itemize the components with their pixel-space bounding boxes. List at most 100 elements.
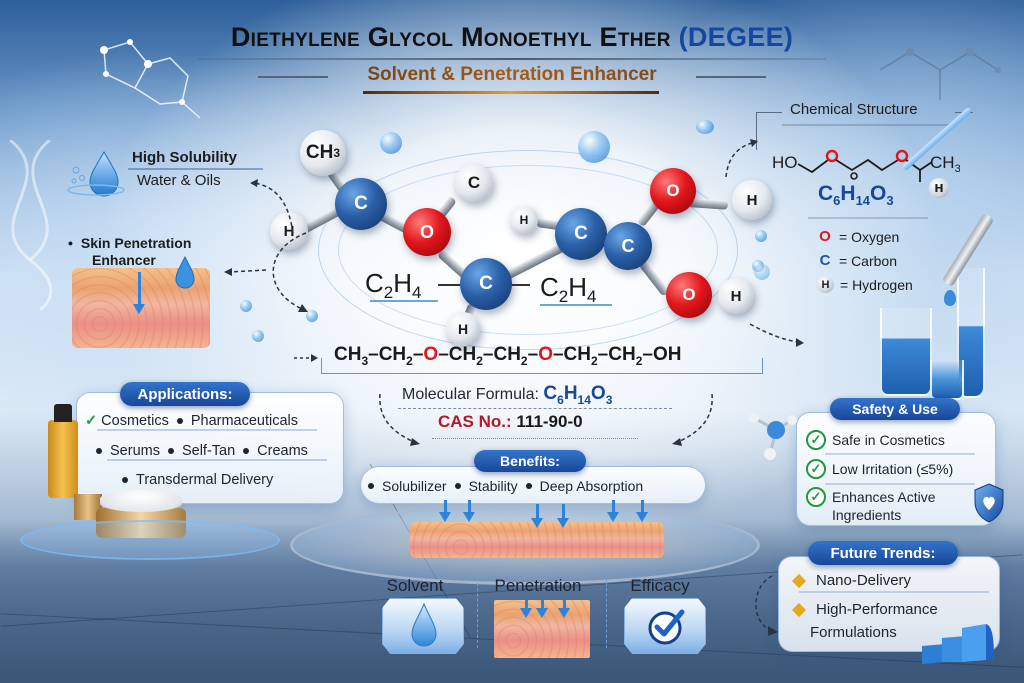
bullet (368, 483, 374, 489)
bullet: • (68, 235, 73, 251)
absorption-arrow (536, 504, 539, 520)
tile-label-penetration: Penetration (494, 576, 582, 595)
atom-label: CH (305, 142, 334, 163)
glow-ring (338, 165, 718, 335)
bubble-icon (754, 264, 770, 280)
row-divider (799, 591, 989, 593)
bracket (756, 112, 782, 150)
formula-bracket (321, 358, 763, 374)
group-sub: 2 (383, 283, 394, 303)
formula-sub: 2 (590, 353, 598, 368)
penetration-arrow (138, 272, 141, 306)
cas-value: 111-90-0 (516, 412, 583, 431)
cas-number: CAS No.: 111-90-0 (438, 412, 583, 432)
group-connector (438, 284, 460, 286)
checkmark-icon: ✓ (85, 413, 98, 429)
safety-item-continued: Ingredients (832, 507, 902, 523)
bullet (243, 448, 250, 454)
hydrogen-badge: H (929, 178, 949, 198)
droplet-icon (411, 602, 437, 647)
formula-part: –CH (597, 344, 636, 365)
atom-carbon: C (604, 222, 652, 270)
formula-part: – (412, 344, 424, 365)
hydrogen-symbol: H (817, 276, 834, 293)
molecular-formula: Molecular Formula: C6H14O3 (402, 383, 612, 407)
absorption-arrow (562, 504, 565, 520)
bullet (96, 448, 102, 454)
subtitle-wing-left (258, 76, 328, 78)
dashed-connector-arrow-icon (725, 139, 758, 178)
atom-carbon: C (555, 208, 607, 260)
skin-arrow-head (558, 608, 570, 618)
benefit-item: Stability (468, 478, 518, 494)
safety-item-label: Low Irritation (≤5%) (832, 461, 954, 477)
atom-oxygen: O (666, 272, 712, 318)
absorption-arrow-head (636, 512, 648, 522)
structure-divider (782, 124, 952, 126)
future-item-label: Nano-Delivery (816, 572, 912, 589)
applications-row-2: Serums Self-Tan Creams (94, 443, 308, 459)
carbon-symbol: C (819, 252, 831, 269)
legend-carbon: C = Carbon (817, 252, 897, 269)
formula-part: –CH (482, 344, 521, 365)
atom-carbon-grey: C (455, 164, 493, 202)
group-text: C (540, 272, 559, 302)
bullet (122, 477, 128, 483)
application-item: Cosmetics (101, 413, 169, 429)
absorption-arrow (641, 500, 644, 514)
tile-separator (477, 578, 478, 648)
application-item: Pharmaceuticals (190, 413, 299, 429)
subtitle-underline (363, 91, 659, 94)
formula-part: –OH (642, 344, 682, 365)
atom-hydrogen: H (270, 212, 308, 250)
safety-header: Safety & Use (830, 398, 960, 420)
legend-divider (808, 217, 928, 219)
legend-oxygen: O = Oxygen (817, 228, 899, 245)
formula-part: –CH (552, 344, 591, 365)
subtitle: Solvent & Penetration Enhancer (258, 64, 766, 86)
group-label-left: C2H4 (365, 268, 422, 303)
page-title: Diethylene Glycol Monoethyl Ether (DEGEE… (0, 22, 1024, 53)
tile-separator (606, 578, 607, 648)
group-text: H (393, 268, 413, 298)
row-divider (97, 429, 317, 431)
rising-steps-icon (922, 624, 994, 664)
bubble-icon (240, 300, 252, 312)
atom-hydrogen: H (510, 206, 538, 234)
applications-row-1: ✓ Cosmetics Pharmaceuticals (85, 413, 298, 429)
application-item: Creams (257, 443, 308, 459)
safety-card (796, 412, 996, 526)
title-acronym: (DEGEE) (678, 22, 794, 52)
formula-el: H (563, 383, 578, 404)
dashed-connector-arrow-icon (672, 393, 713, 446)
serum-bottle-icon (48, 420, 78, 498)
absorption-arrow-head (439, 512, 451, 522)
dashed-connector-arrow-icon (749, 323, 804, 347)
bullet (454, 483, 461, 489)
group-sub: 2 (558, 287, 569, 307)
cas-label: CAS No.: (438, 412, 512, 431)
title-divider (198, 58, 826, 60)
penetration-line1: Skin Penetration (80, 235, 192, 251)
future-item: High-Performance (790, 601, 938, 618)
dna-helix-icon (9, 140, 53, 310)
molecular-formula-label: Molecular Formula: (402, 386, 539, 403)
molecular-formula-value: C6H14O3 (543, 383, 612, 407)
group-sub: 4 (412, 283, 422, 303)
application-item: Self-Tan (181, 443, 236, 459)
absorption-arrow (468, 500, 471, 514)
absorption-arrow-head (463, 512, 475, 522)
beaker-icon (880, 308, 932, 396)
water-splash-icon (20, 520, 280, 560)
molecule-decoration-icon (879, 48, 1001, 100)
group-connector (512, 284, 530, 286)
formula-el: C (818, 182, 834, 205)
svg-text:CH3: CH3 (930, 153, 960, 175)
legend-label: = Hydrogen (840, 276, 913, 293)
tile-label-solvent: Solvent (386, 576, 444, 595)
absorption-arrow-head (607, 512, 619, 522)
atom-carbon: C (335, 178, 387, 230)
atom-oxygen: O (403, 208, 451, 256)
row-divider (825, 453, 975, 455)
solubility-detail: Water & Oils (137, 172, 221, 189)
